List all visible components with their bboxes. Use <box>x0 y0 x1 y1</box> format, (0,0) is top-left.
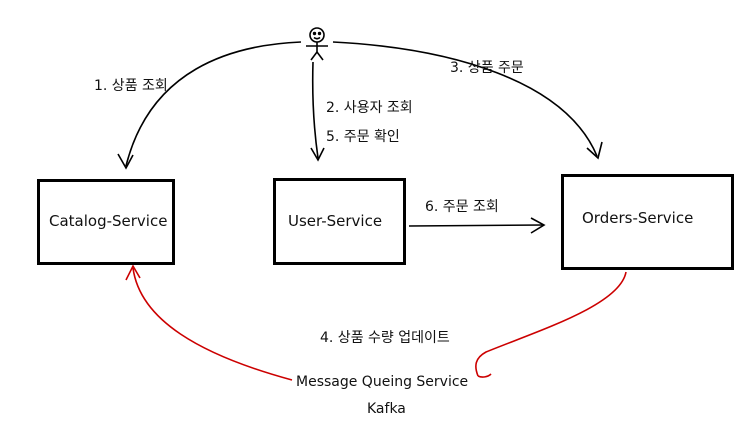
user-actor-icon <box>306 27 328 61</box>
event-arrow-mq-to-catalog <box>125 264 293 381</box>
edge-label-6: 6. 주문 조회 <box>425 199 499 215</box>
orders-service-label: Orders-Service <box>582 209 694 227</box>
edge-label-4: 4. 상품 수량 업데이트 <box>320 330 450 346</box>
message-queue-label: Message Queing Service <box>296 374 469 390</box>
kafka-label: Kafka <box>367 401 406 417</box>
arrow-user-to-orders <box>408 217 546 234</box>
event-arrow-orders-to-mq <box>475 271 627 378</box>
arrow-actor-to-orders <box>332 41 603 160</box>
user-service-label: User-Service <box>288 212 383 230</box>
edge-label-3: 3. 상품 주문 <box>450 60 524 76</box>
edge-label-5: 5. 주문 확인 <box>326 129 400 145</box>
edge-label-2: 2. 사용자 조회 <box>326 100 413 116</box>
arrow-actor-to-user <box>310 61 325 162</box>
catalog-service-node <box>37 179 175 265</box>
user-service-node <box>273 178 406 265</box>
arrow-actor-to-catalog <box>117 41 302 170</box>
catalog-service-label: Catalog-Service <box>49 212 168 230</box>
edge-label-1: 1. 상품 조회 <box>94 78 168 94</box>
orders-service-node <box>561 174 734 270</box>
